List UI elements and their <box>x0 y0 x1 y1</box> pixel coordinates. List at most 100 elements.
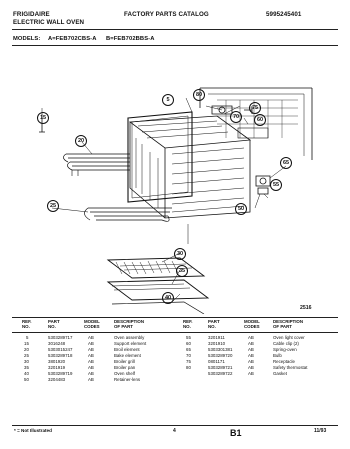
desc-cell: Receptacle <box>273 359 295 364</box>
broiler-pan <box>106 279 210 301</box>
oven-shelf <box>111 301 205 314</box>
ref-cell: 20 <box>24 347 29 352</box>
ref-cell: 40 <box>24 371 29 376</box>
footer-note: * = Not Illustrated <box>14 428 52 433</box>
header-model-codes: MODEL CODES <box>84 319 100 329</box>
desc-cell: Retainer-lens <box>114 377 141 382</box>
callout-35: 35 <box>176 265 188 277</box>
part-cell: 3201919 <box>48 365 66 370</box>
ref-cell: 70 <box>186 353 191 358</box>
callout-30: 30 <box>174 248 186 260</box>
header-rule <box>12 29 338 30</box>
part-cell: 5303289722 <box>208 371 233 376</box>
callout-50: 50 <box>235 203 247 215</box>
callout-leaders <box>41 97 287 303</box>
callout-75: 75 <box>249 102 261 114</box>
desc-cell: Spring-oven <box>273 347 297 352</box>
codes-cell: AB <box>88 347 94 352</box>
parts-table: REF. NO. PART NO. MODEL CODES DESCRIPTIO… <box>0 319 350 420</box>
ref-cell: 15 <box>24 341 29 346</box>
header-part-no-right: PART NO. <box>208 319 220 329</box>
section-code: B1 <box>230 428 242 438</box>
desc-cell: Broiler grill <box>114 359 135 364</box>
codes-cell: AB <box>248 347 254 352</box>
codes-cell: AB <box>88 341 94 346</box>
desc-cell: Safety thermostat <box>273 365 308 370</box>
broil-element <box>63 153 130 176</box>
codes-cell: AB <box>248 371 254 376</box>
table-top-rule <box>12 317 338 318</box>
part-cell: 3201911 <box>208 335 225 340</box>
ref-cell: 25 <box>24 353 29 358</box>
ref-cell: 50 <box>24 377 29 382</box>
oven-gasket <box>127 111 193 203</box>
part-cell: 3801920 <box>48 359 66 364</box>
codes-cell: AB <box>248 365 254 370</box>
ref-cell: 55 <box>186 335 191 340</box>
desc-cell: Bake element <box>114 353 141 358</box>
header-description: DESCRIPTION OF PART <box>114 319 145 329</box>
exploded-parts-diagram <box>39 87 313 314</box>
part-cell: 5303289721 <box>208 365 233 370</box>
header-part-no: PART NO. <box>48 319 60 329</box>
models-rule <box>12 45 338 46</box>
part-cell: 3204483 <box>48 377 66 382</box>
codes-cell: AB <box>88 377 94 382</box>
callout-15: 15 <box>37 112 49 124</box>
header-ref-no-right: REF. NO. <box>183 319 193 329</box>
part-cell: 3016248 <box>48 341 66 346</box>
codes-cell: AB <box>248 341 254 346</box>
part-cell: 5303289720 <box>208 353 233 358</box>
callout-80: 80 <box>193 89 205 101</box>
part-cell: 5303289719 <box>48 371 73 376</box>
callout-55: 55 <box>270 179 282 191</box>
callout-25: 25 <box>47 200 59 212</box>
codes-cell: AB <box>248 335 254 340</box>
catalog-title: FACTORY PARTS CATALOG <box>124 11 209 18</box>
part-cell: 5303289717 <box>48 335 73 340</box>
desc-cell: Broiler pan <box>114 365 136 370</box>
desc-cell: Oven light cover <box>273 335 305 340</box>
callout-20: 20 <box>75 135 87 147</box>
desc-cell: Broil element <box>114 347 140 352</box>
ref-cell: 35 <box>24 365 29 370</box>
desc-cell: Support element <box>114 341 147 346</box>
bake-element <box>84 207 172 222</box>
page-number: 4 <box>173 428 176 434</box>
model-b: B=FEB702BBS-A <box>106 36 155 42</box>
header-ref-no: REF. NO. <box>22 319 32 329</box>
codes-cell: AB <box>248 359 254 364</box>
table-header-rule <box>12 332 338 333</box>
part-cell: 0801171 <box>208 359 225 364</box>
desc-cell: Oven shelf <box>114 371 135 376</box>
product-name: ELECTRIC WALL OVEN <box>13 19 85 26</box>
desc-cell: Bulb <box>273 353 282 358</box>
model-a: A=FEB702CBS-A <box>48 36 97 42</box>
ref-cell: 5 <box>26 335 29 340</box>
codes-cell: AB <box>88 365 94 370</box>
codes-cell: AB <box>88 371 94 376</box>
part-cell: 3201910 <box>208 341 226 346</box>
codes-cell: AB <box>248 353 254 358</box>
ref-cell: 30 <box>24 359 29 364</box>
footer-date: 11/93 <box>314 428 327 434</box>
footer-rule <box>12 425 338 426</box>
header-description-right: DESCRIPTION OF PART <box>273 319 304 329</box>
brand-name: FRIGIDAIRE <box>13 11 50 18</box>
callout-5: 5 <box>162 94 174 106</box>
broiler-grill <box>106 257 206 279</box>
catalog-number: 5995245401 <box>266 11 302 18</box>
ref-cell: 75 <box>186 359 191 364</box>
callout-65: 65 <box>280 157 292 169</box>
codes-cell: AB <box>88 335 94 340</box>
callout-40: 40 <box>162 292 174 304</box>
header-model-codes-right: MODEL CODES <box>244 319 260 329</box>
ref-cell: 80 <box>186 365 191 370</box>
callout-60: 60 <box>254 114 266 126</box>
desc-cell: Gasket <box>273 371 287 376</box>
desc-cell: Oven assembly <box>114 335 145 340</box>
parts-table-rows: 5 5303289717 AB Oven assembly 15 3016248… <box>0 335 350 395</box>
part-cell: 5303301381 <box>208 347 233 352</box>
codes-cell: AB <box>88 353 94 358</box>
part-cell: 5303289718 <box>48 353 73 358</box>
